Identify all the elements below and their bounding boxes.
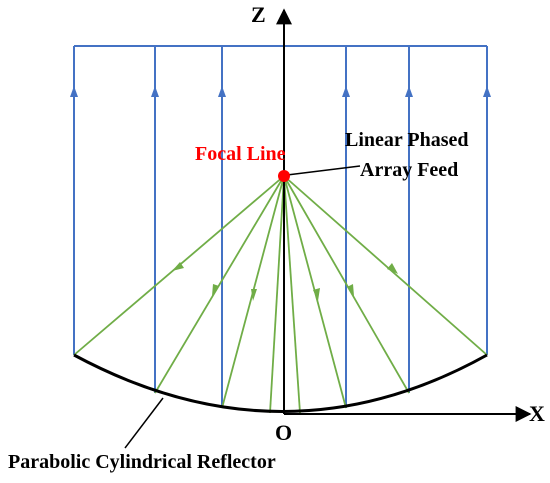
feed-arrowhead xyxy=(172,262,184,271)
focal-line-label: Focal Line xyxy=(195,143,286,165)
plane-wave-rays xyxy=(73,45,488,408)
z-axis-label: Z xyxy=(251,2,266,27)
feed-label-line2: Array Feed xyxy=(360,159,458,181)
feed-arrowhead xyxy=(313,288,320,301)
feed-ray xyxy=(269,175,285,414)
feed-arrowhead xyxy=(212,284,219,296)
feed-rays xyxy=(73,175,488,414)
origin-label: O xyxy=(275,420,292,445)
plane-wave-arrowheads xyxy=(70,86,491,97)
reflector-leader-line xyxy=(124,397,164,449)
parabolic-reflector-curve xyxy=(73,353,488,413)
reflector-label: Parabolic Cylindrical Reflector xyxy=(8,451,276,473)
up-arrowhead xyxy=(218,86,226,97)
up-arrowhead xyxy=(70,86,78,97)
feed-leader-line xyxy=(286,165,361,176)
up-arrowhead xyxy=(405,86,413,97)
x-axis-label: X xyxy=(529,401,545,426)
feed-arrowhead xyxy=(387,263,398,274)
feed-ray-arrowheads xyxy=(172,262,398,301)
feed-ray xyxy=(283,175,301,414)
feed-label-line1: Linear Phased xyxy=(345,129,469,151)
feed-arrowhead xyxy=(251,289,257,301)
feed-ray xyxy=(283,175,410,394)
up-arrowhead xyxy=(151,86,159,97)
up-arrowhead xyxy=(483,86,491,97)
feed-ray xyxy=(154,175,285,394)
focal-point-marker xyxy=(278,170,290,182)
feed-arrowhead xyxy=(347,284,354,296)
up-arrowhead xyxy=(342,86,350,97)
feed-ray xyxy=(283,175,488,356)
